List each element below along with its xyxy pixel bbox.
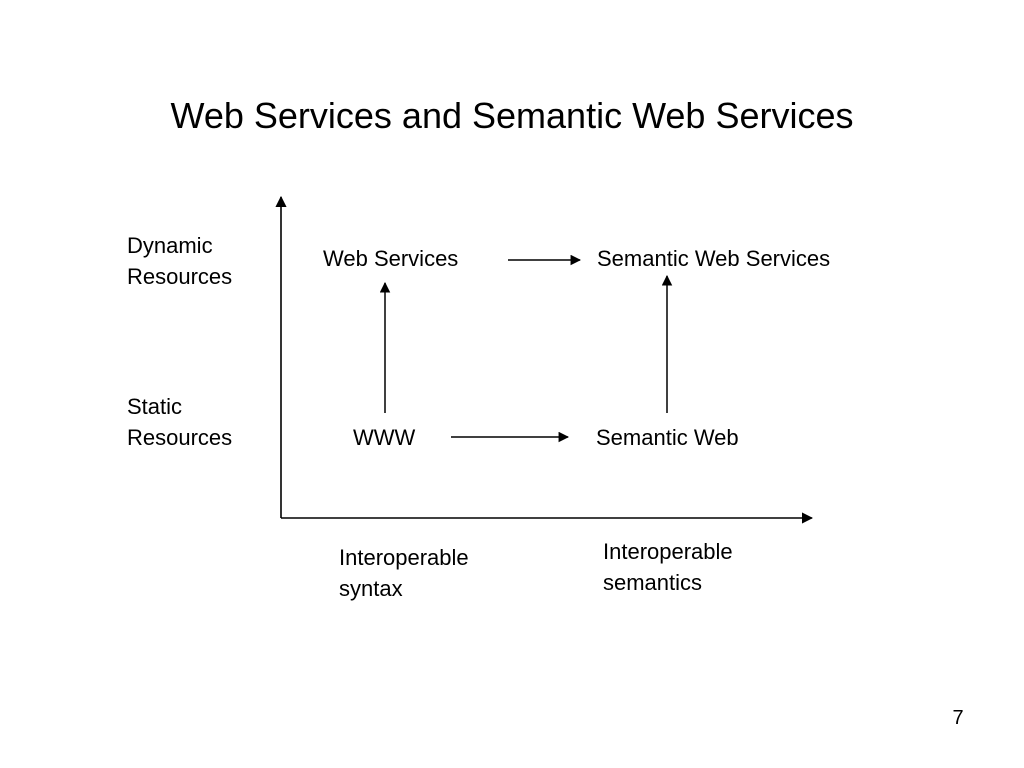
interoperable-syntax-label: Interoperable syntax [339,545,469,601]
interoperable-semantics-label: Interoperable semantics [603,539,733,595]
page-number: 7 [952,707,964,729]
node-semantic-web-services: Semantic Web Services [597,246,831,271]
node-web-services: Web Services [323,246,459,271]
node-www: WWW [353,425,416,450]
dynamic-resources-label: Dynamic Resources [127,233,233,289]
node-semantic-web: Semantic Web [596,425,739,450]
slide-title: Web Services and Semantic Web Services [170,95,854,136]
static-resources-label: Static Resources [127,394,233,450]
